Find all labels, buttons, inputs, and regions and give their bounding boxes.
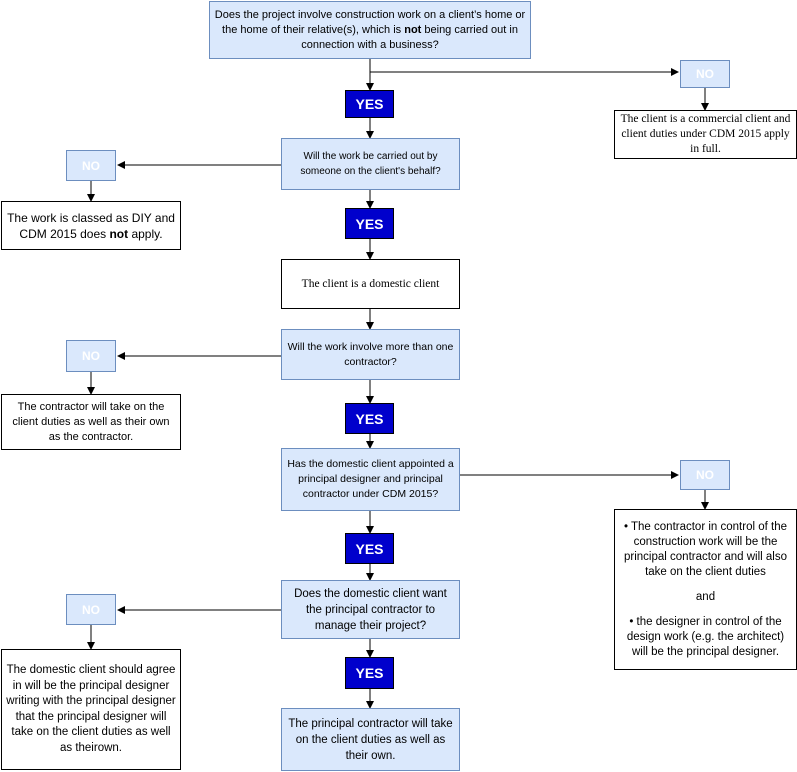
- no-badge-5: NO: [66, 594, 116, 625]
- result-principal-contractor: The principal contractor will take on th…: [281, 708, 460, 771]
- yes-badge-4: YES: [345, 533, 394, 564]
- result-domestic-client: The client is a domestic client: [281, 259, 460, 309]
- result-diy: The work is classed as DIY and CDM 2015 …: [1, 201, 181, 250]
- not-appointed-line2: • the designer in control of the design …: [626, 615, 785, 658]
- q1-text-bold: not: [404, 23, 422, 36]
- question-more-than-one-contractor: Will the work involve more than one cont…: [281, 329, 460, 380]
- no-badge-1: NO: [680, 60, 730, 88]
- question-on-behalf: Will the work be carried out by someone …: [281, 138, 460, 190]
- result-one-contractor: The contractor will take on the client d…: [1, 394, 181, 450]
- q1-text-pre: Does the project involve construction wo…: [214, 8, 526, 36]
- result-principal-designer: The domestic client should agree in will…: [1, 649, 181, 770]
- no-badge-3: NO: [66, 340, 116, 372]
- no-badge-2: NO: [66, 150, 116, 181]
- question-pc-manage-project: Does the domestic client want the princi…: [281, 580, 460, 639]
- q1-text-post: being carried out in connection with a b…: [301, 23, 518, 51]
- yes-badge-2: YES: [345, 208, 394, 239]
- diy-text-bold: not: [109, 226, 129, 241]
- result-not-appointed: • The contractor in control of the const…: [614, 509, 797, 670]
- question-appointed-pd-pc: Has the domestic client appointed a prin…: [281, 448, 460, 511]
- diy-text-pre: The work is classed as DIY and CDM 2015 …: [7, 210, 175, 241]
- result-commercial-client: The client is a commercial client and cl…: [614, 110, 797, 159]
- question-client-home: Does the project involve construction wo…: [209, 1, 531, 59]
- yes-badge-5: YES: [345, 657, 394, 689]
- not-appointed-line1: • The contractor in control of the const…: [624, 520, 787, 578]
- diy-text-post: apply.: [128, 226, 163, 241]
- no-badge-4: NO: [680, 460, 730, 490]
- yes-badge-1: YES: [345, 90, 394, 118]
- yes-badge-3: YES: [345, 403, 394, 434]
- not-appointed-and: and: [695, 590, 716, 603]
